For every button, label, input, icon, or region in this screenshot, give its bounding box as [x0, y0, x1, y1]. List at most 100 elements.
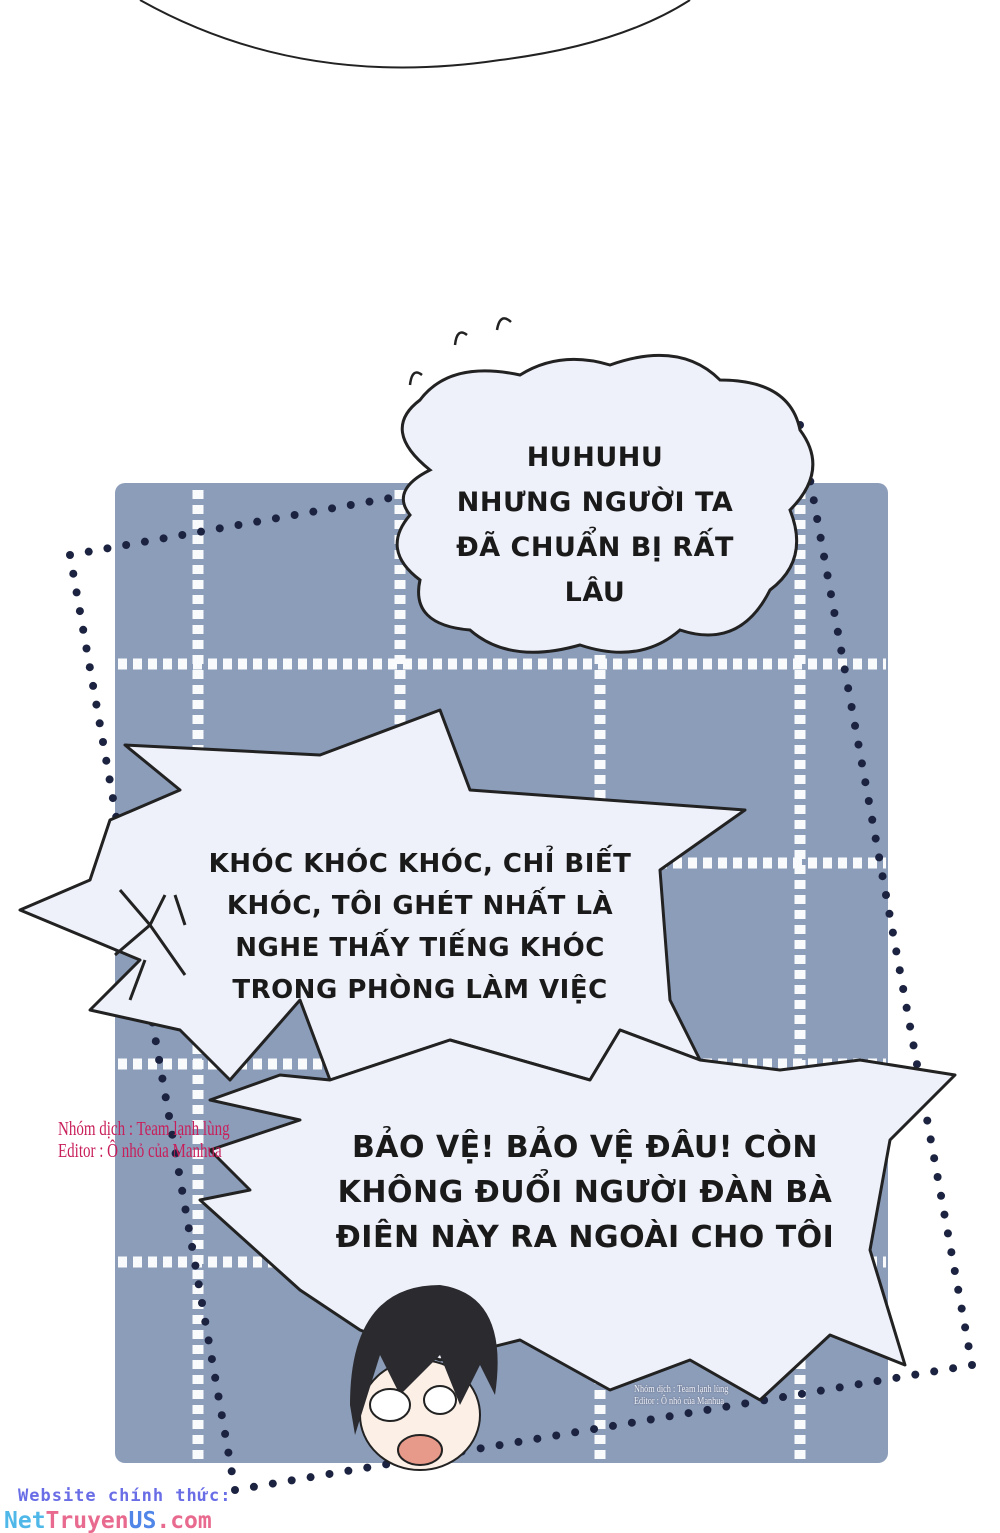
- text-line: ĐIÊN NÀY RA NGOÀI CHO TÔI: [335, 1220, 835, 1255]
- frame-dot: [741, 1399, 750, 1408]
- frame-dot: [271, 514, 280, 523]
- frame-dot: [571, 1428, 580, 1437]
- text-line: LÂU: [564, 577, 626, 608]
- frame-dot: [826, 590, 835, 599]
- sweat-marks: [408, 317, 512, 386]
- frame-dot: [84, 547, 93, 556]
- frame-dot: [964, 1342, 973, 1351]
- frame-dot: [207, 1355, 216, 1364]
- frame-dot: [188, 1242, 197, 1251]
- frame-dot: [211, 1373, 220, 1382]
- frame-dot: [816, 533, 825, 542]
- text-line: ĐÃ CHUẨN BỊ RẤT: [456, 532, 734, 563]
- frame-dot: [847, 703, 856, 711]
- text-line: KHÓC, TÔI GHÉT NHẤT LÀ: [226, 891, 614, 921]
- frame-dot: [105, 775, 114, 784]
- site-part: Net: [4, 1508, 46, 1533]
- frame-dot: [823, 571, 832, 580]
- frame-dot: [957, 1304, 966, 1313]
- frame-dot: [122, 541, 131, 549]
- text-line: BẢO VỆ! BẢO VỆ ĐÂU! CÒN: [351, 1130, 819, 1165]
- frame-dot: [75, 607, 84, 616]
- shout-bubble-2-text: BẢO VỆ! BẢO VỆ ĐÂU! CÒN KHÔNG ĐUỔI NGƯỜI…: [330, 1125, 840, 1260]
- frame-dot: [191, 1261, 200, 1270]
- frame-dot: [249, 1482, 258, 1491]
- frame-dot: [930, 1154, 939, 1163]
- frame-dot: [961, 1323, 970, 1332]
- frame-dot: [227, 1467, 236, 1476]
- frame-dot: [290, 511, 299, 519]
- frame-dot: [912, 1060, 921, 1069]
- frame-dot: [837, 646, 846, 655]
- frame-dot: [646, 1415, 655, 1424]
- frame-dot: [875, 853, 884, 862]
- anger-mark-icon: [114, 889, 187, 1001]
- frame-dot: [949, 1364, 958, 1373]
- frame-dot: [287, 1476, 296, 1485]
- frame-dot: [184, 1224, 193, 1233]
- frame-dot: [854, 740, 863, 749]
- frame-dot: [89, 681, 98, 690]
- website-link[interactable]: NetTruyenUS.com: [4, 1508, 212, 1533]
- frame-dot: [797, 1389, 806, 1398]
- frame-dot: [108, 794, 117, 803]
- frame-dot: [85, 663, 94, 672]
- frame-dot: [868, 815, 877, 824]
- frame-dot: [703, 1405, 712, 1414]
- frame-dot: [627, 1418, 636, 1427]
- frame-dot: [926, 1135, 935, 1144]
- frame-dot: [69, 569, 78, 578]
- frame-dot: [878, 872, 887, 881]
- frame-dot: [495, 1441, 504, 1450]
- text-line: NGHE THẤY TIẾNG KHÓC: [235, 933, 605, 963]
- frame-dot: [325, 1469, 334, 1478]
- frame-dot: [181, 1205, 190, 1214]
- frame-dot: [217, 1411, 226, 1420]
- frame-dot: [830, 609, 839, 617]
- frame-dot: [552, 1431, 561, 1440]
- frame-dot: [178, 531, 187, 539]
- frame-dot: [161, 1093, 170, 1102]
- frame-dot: [72, 588, 81, 597]
- frame-dot: [533, 1434, 542, 1443]
- frame-dot: [215, 524, 224, 533]
- text-line: KHÔNG ĐUỔI NGƯỜI ĐÀN BÀ: [337, 1175, 833, 1210]
- website-label: Website chính thức:: [18, 1486, 232, 1506]
- frame-dot: [234, 521, 243, 529]
- frame-dot: [253, 517, 262, 526]
- frame-dot: [840, 665, 849, 674]
- frame-dot: [328, 504, 337, 513]
- frame-dot: [813, 515, 822, 523]
- frame-dot: [871, 834, 880, 843]
- frame-dot: [79, 625, 88, 634]
- frame-dot: [165, 1112, 173, 1120]
- frame-dot: [820, 552, 829, 561]
- frame-dot: [835, 1383, 844, 1392]
- frame-dot: [92, 700, 101, 709]
- frame-dot: [158, 1074, 167, 1083]
- dotted-frame: [66, 421, 976, 1494]
- frame-dot: [954, 1285, 963, 1294]
- frame-dot: [103, 544, 112, 553]
- frame-dot: [864, 797, 873, 805]
- frame-dot: [140, 537, 149, 546]
- frame-dot: [224, 1448, 233, 1457]
- frame-dot: [844, 684, 853, 693]
- frame-dot: [306, 1473, 315, 1482]
- text-line: KHÓC KHÓC KHÓC, CHỈ BIẾT: [208, 849, 632, 879]
- site-part: Truyen: [45, 1508, 129, 1533]
- frame-dot: [365, 497, 374, 506]
- frame-dot: [268, 1479, 277, 1488]
- frame-dot: [888, 928, 897, 937]
- frame-dot: [902, 1003, 911, 1012]
- credit-line: Editor : Ô nhỏ của Manhua: [634, 1395, 725, 1407]
- frame-dot: [930, 1367, 939, 1376]
- frame-dot: [608, 1421, 617, 1430]
- thought-bubble-text: HUHUHU NHƯNG NGƯỜI TA ĐÃ CHUẨN BỊ RẤT LÂ…: [420, 435, 770, 615]
- frame-dot: [899, 985, 908, 993]
- frame-dot: [346, 501, 355, 509]
- frame-dot: [178, 1186, 187, 1195]
- frame-dot: [197, 527, 206, 536]
- frame-dot: [947, 1248, 956, 1257]
- frame-dot: [950, 1267, 959, 1275]
